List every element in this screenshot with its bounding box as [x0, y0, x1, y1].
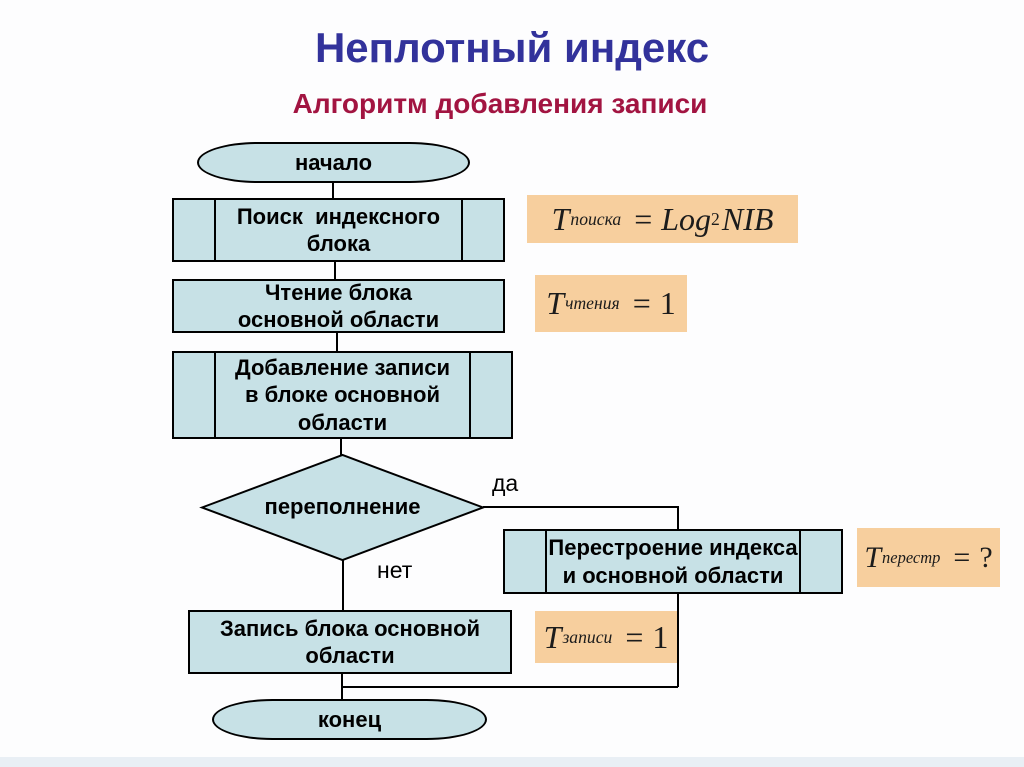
predefined-bar-right	[469, 353, 471, 437]
equals-sign: =	[634, 200, 653, 237]
branch-label-yes: да	[492, 470, 519, 496]
predefined-bar-right	[799, 531, 801, 592]
formula-rhs-plain: 1	[659, 285, 676, 321]
formula-lhs-sub: записи	[562, 626, 613, 647]
formula-lhs-sub: поиска	[570, 208, 622, 229]
branch-label-no: нет	[377, 557, 413, 583]
decision-overflow-label: переполнение	[264, 494, 421, 519]
formula-rhs-sub: 2	[711, 208, 720, 229]
node-write-main-area-block: Запись блока основной области	[188, 610, 512, 674]
formula-rhs-plain: 1	[652, 618, 669, 655]
equals-sign: =	[953, 540, 971, 574]
decision-diamond-shape	[199, 453, 486, 562]
equals-sign: =	[632, 285, 651, 321]
terminal-start-label: начало	[294, 149, 373, 175]
predefined-bar-left	[214, 353, 216, 437]
slide-footer-strip	[0, 757, 1024, 767]
node-rebuild-label: Перестроение индекса и основной области	[548, 535, 798, 588]
slide-title: Неплотный индекс	[314, 24, 710, 71]
node-add-label: Добавление записи в блоке основной облас…	[235, 354, 450, 435]
node-write-label: Запись блока основной области	[219, 615, 481, 669]
node-rebuild-index: Перестроение индекса и основной области	[503, 529, 843, 594]
formula-rhs-plain: ?	[979, 540, 993, 574]
predefined-bar-right	[461, 200, 463, 260]
terminal-end: конец	[212, 699, 487, 740]
node-add-record: Добавление записи в блоке основной облас…	[172, 351, 513, 439]
formula-rhs-end: NIB	[721, 200, 774, 237]
node-search-label: Поиск индексного блока	[236, 203, 441, 257]
terminal-start: начало	[197, 142, 470, 183]
slide-subtitle: Алгоритм добавления записи	[292, 88, 708, 119]
formula-rhs-word: Log	[661, 200, 712, 237]
equals-sign: =	[625, 618, 644, 655]
formula-lhs: T	[543, 618, 562, 655]
formula-lhs: T	[864, 540, 881, 574]
node-read-main-area-block: Чтение блока основной области	[172, 279, 505, 333]
formula-lhs-sub: чтения	[565, 293, 620, 313]
predefined-bar-left	[214, 200, 216, 260]
formula-lhs: T	[551, 200, 570, 237]
predefined-bar-left	[545, 531, 547, 592]
flow-line-yes	[483, 506, 679, 529]
node-search-index-block: Поиск индексного блока	[172, 198, 505, 262]
formula-lhs-sub: перестр	[882, 547, 941, 567]
terminal-end-label: конец	[317, 706, 382, 732]
node-read-label: Чтение блока основной области	[237, 279, 440, 333]
formula-lhs: T	[546, 285, 565, 321]
